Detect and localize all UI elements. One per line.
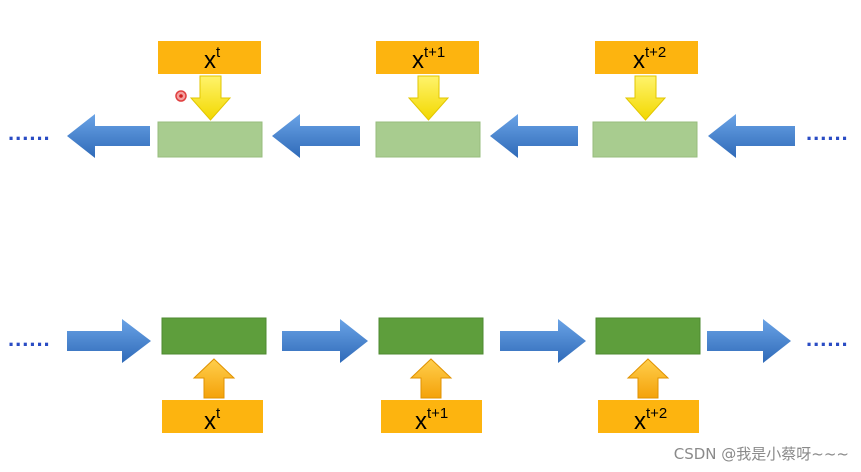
bottom-input-box-2 xyxy=(381,400,482,433)
bottom-input-box-3 xyxy=(598,400,699,433)
bottom-row: ...... ...... xt xt+1 xt+2 xyxy=(8,317,849,435)
top-input-label-3: xt+2 xyxy=(633,44,666,74)
bottom-input-label-3: xt+2 xyxy=(634,405,667,435)
bottom-flow-arrow-2 xyxy=(282,319,368,363)
top-ellipsis-left: ...... xyxy=(8,120,51,145)
watermark-text: CSDN @我是小蔡呀~~~ xyxy=(673,445,849,463)
top-input-label-2: xt+1 xyxy=(412,44,445,74)
bottom-flow-arrow-1 xyxy=(67,319,151,363)
top-flow-arrow-1 xyxy=(67,114,150,158)
bottom-input-label-2: xt+1 xyxy=(415,405,448,435)
bottom-input-arrow-1 xyxy=(192,358,236,399)
top-hidden-state-2 xyxy=(375,121,481,158)
bottom-input-arrow-2 xyxy=(409,358,453,399)
bottom-hidden-state-1 xyxy=(161,317,267,355)
top-flow-arrow-4 xyxy=(708,114,795,158)
top-input-arrow-2 xyxy=(407,75,450,121)
bottom-flow-arrow-4 xyxy=(707,319,791,363)
top-flow-arrow-2 xyxy=(272,114,360,158)
bottom-input-label-1: xt xyxy=(204,405,221,435)
bottom-ellipsis-right: ...... xyxy=(806,326,849,351)
bottom-input-arrow-3 xyxy=(626,358,670,399)
top-row: ...... ...... xt xt+1 xt+2 xyxy=(8,41,849,158)
top-ellipsis-right: ...... xyxy=(806,120,849,145)
bottom-flow-arrow-3 xyxy=(500,319,586,363)
top-input-box-3 xyxy=(595,41,698,74)
top-input-arrow-1 xyxy=(189,75,232,121)
top-flow-arrow-3 xyxy=(490,114,578,158)
bottom-hidden-state-3 xyxy=(595,317,701,355)
bottom-hidden-state-2 xyxy=(378,317,484,355)
top-input-label-1: xt xyxy=(204,44,221,74)
top-hidden-state-1 xyxy=(157,121,263,158)
bottom-input-box-1 xyxy=(162,400,263,433)
cursor-dot-center xyxy=(179,94,183,98)
top-input-box-2 xyxy=(376,41,479,74)
top-input-box-1 xyxy=(158,41,261,74)
top-input-arrow-3 xyxy=(624,75,667,121)
bottom-ellipsis-left: ...... xyxy=(8,326,51,351)
top-hidden-state-3 xyxy=(592,121,698,158)
